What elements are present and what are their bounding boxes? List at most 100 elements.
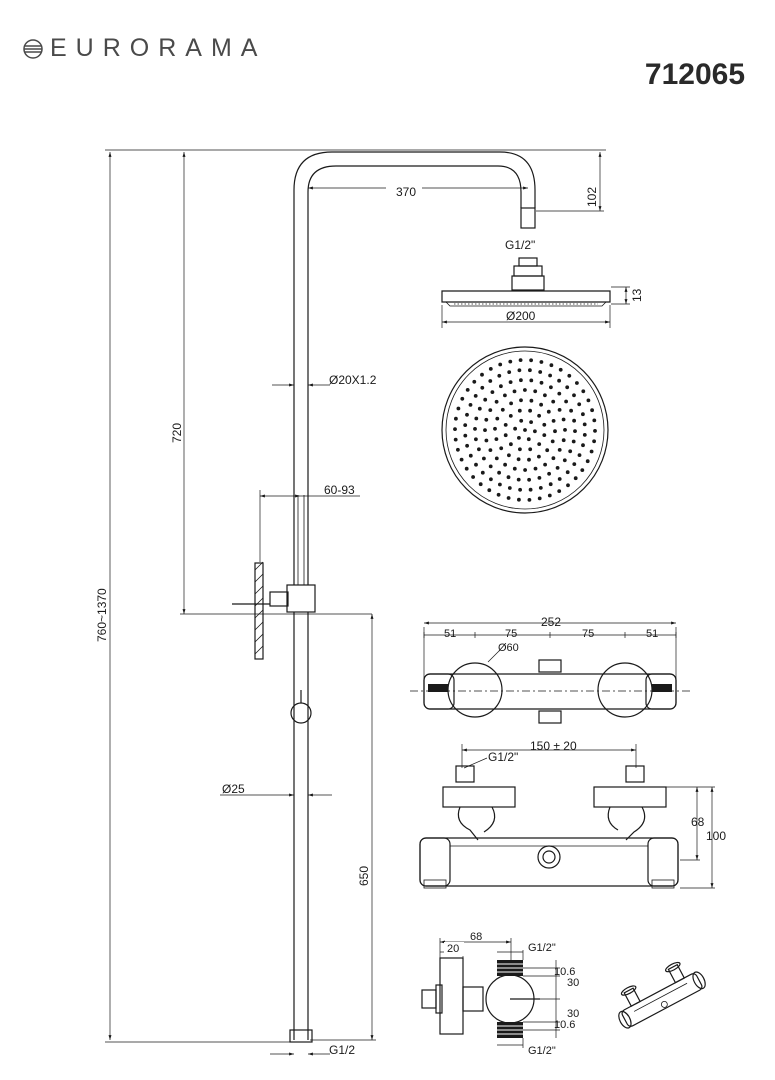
nozzle-dot bbox=[478, 482, 483, 487]
nozzle-dot bbox=[465, 388, 470, 392]
nozzle-dot bbox=[555, 466, 560, 470]
product-code: 712065 bbox=[644, 58, 745, 91]
mixer-side-b-label: 51 bbox=[646, 628, 658, 640]
nozzle-dot bbox=[527, 477, 531, 482]
nozzle-dot bbox=[472, 379, 477, 384]
nozzle-dot bbox=[561, 438, 566, 443]
inlet-spacing-label: 150 ± 20 bbox=[530, 739, 577, 753]
side-offset-b-label: 68 bbox=[470, 931, 482, 943]
nozzle-dot bbox=[484, 438, 489, 443]
lower-height-label: 650 bbox=[357, 866, 371, 886]
nozzle-dot bbox=[482, 456, 486, 461]
nozzle-dot bbox=[463, 433, 468, 438]
nozzle-dot bbox=[518, 358, 523, 362]
nozzle-dot bbox=[557, 408, 562, 412]
nozzle-dot bbox=[551, 399, 556, 404]
nozzle-dot bbox=[500, 407, 505, 412]
pipe-tube-label: Ø20X1.2 bbox=[329, 373, 377, 387]
mixer-top-view: 252 51 75 75 51 Ø60 bbox=[410, 615, 690, 724]
nozzle-dot bbox=[494, 437, 499, 441]
nozzle-dot bbox=[557, 477, 562, 481]
side-dim-top-a-label: 10.6 bbox=[554, 966, 575, 978]
nozzle-dot bbox=[463, 423, 468, 427]
nozzle-dot bbox=[565, 385, 570, 390]
nozzle-dot bbox=[516, 477, 521, 482]
nozzle-dot bbox=[454, 416, 458, 421]
nozzle-dot bbox=[592, 418, 597, 423]
nozzle-dot bbox=[566, 483, 570, 488]
nozzle-dot bbox=[503, 423, 508, 427]
nozzle-dot bbox=[585, 459, 590, 464]
nozzle-dot bbox=[562, 458, 567, 463]
nozzle-dot bbox=[464, 466, 469, 471]
nozzle-dot bbox=[518, 487, 522, 492]
nozzle-dot bbox=[503, 462, 507, 467]
nozzle-dot bbox=[488, 448, 493, 452]
nozzle-dot bbox=[480, 385, 485, 390]
nozzle-dot bbox=[507, 370, 512, 374]
nozzle-dot bbox=[572, 393, 576, 398]
nozzle-dot bbox=[543, 393, 547, 398]
nozzle-dot bbox=[551, 456, 556, 461]
nozzle-dot bbox=[488, 464, 493, 469]
nozzle-dot bbox=[542, 422, 547, 427]
head-thickness-label: 13 bbox=[630, 288, 644, 302]
nozzle-dot bbox=[519, 398, 523, 403]
nozzle-dot bbox=[539, 360, 544, 364]
nozzle-dot bbox=[529, 378, 534, 383]
nozzle-dot bbox=[548, 482, 553, 487]
wall-distance-label: 60-93 bbox=[324, 483, 355, 497]
nozzle-dot bbox=[496, 492, 501, 497]
nozzle-dot bbox=[517, 408, 522, 413]
nozzle-dot bbox=[547, 471, 551, 476]
brand-logo: EURORAMA bbox=[22, 34, 266, 63]
shower-head-front bbox=[441, 346, 609, 514]
mixer-front-view: 150 ± 20 G1/2" 68 100 bbox=[419, 739, 726, 889]
nozzle-dot bbox=[538, 370, 543, 374]
nozzle-dot bbox=[494, 456, 499, 461]
nozzle-dot bbox=[518, 447, 522, 452]
nozzle-dot bbox=[498, 362, 503, 367]
side-dim-bottom-a-label: 30 bbox=[567, 1008, 579, 1020]
nozzle-dot bbox=[497, 470, 501, 475]
mixer-perspective bbox=[618, 961, 706, 1029]
nozzle-dot bbox=[509, 401, 513, 406]
nozzle-dot bbox=[468, 453, 473, 458]
nozzle-dot bbox=[550, 439, 555, 444]
nozzle-dot bbox=[473, 394, 478, 398]
nozzle-dot bbox=[460, 396, 465, 401]
nozzle-dot bbox=[528, 408, 532, 413]
nozzle-dot bbox=[488, 379, 493, 383]
nozzle-dot bbox=[480, 372, 484, 377]
arm-drop-label: 102 bbox=[585, 187, 599, 207]
nozzle-dot bbox=[508, 359, 513, 364]
nozzle-dot bbox=[537, 496, 542, 501]
side-bottom-thread-label: G1/2" bbox=[528, 1045, 556, 1057]
nozzle-dot bbox=[526, 437, 531, 442]
nozzle-dot bbox=[484, 417, 489, 422]
nozzle-dot bbox=[546, 409, 551, 414]
nozzle-dot bbox=[490, 390, 495, 394]
nozzle-dot bbox=[456, 406, 461, 411]
nozzle-dot bbox=[529, 358, 533, 363]
nozzle-dot bbox=[499, 446, 504, 451]
nozzle-dot bbox=[507, 453, 511, 458]
nozzle-dot bbox=[498, 482, 502, 487]
mixer-knob-diameter-label: Ø60 bbox=[498, 642, 519, 654]
nozzle-dot bbox=[459, 457, 464, 462]
nozzle-dot bbox=[474, 416, 479, 421]
nozzle-dot bbox=[508, 380, 513, 384]
globe-logo-icon bbox=[23, 38, 43, 59]
nozzle-dot bbox=[590, 408, 594, 413]
nozzle-dot bbox=[545, 448, 550, 453]
nozzle-dot bbox=[589, 449, 594, 454]
nozzle-dot bbox=[494, 399, 499, 404]
mixer-side-view: 20 68 G1/2" G1/2" 10.6 30 30 10.6 bbox=[421, 931, 579, 1057]
nozzle-dot bbox=[483, 428, 487, 432]
nozzle-dot bbox=[577, 453, 582, 457]
nozzle-dot bbox=[517, 436, 521, 440]
nozzle-dot bbox=[571, 439, 576, 444]
nozzle-dot bbox=[569, 408, 573, 413]
nozzle-dot bbox=[517, 368, 522, 373]
nozzle-dot bbox=[549, 385, 553, 390]
